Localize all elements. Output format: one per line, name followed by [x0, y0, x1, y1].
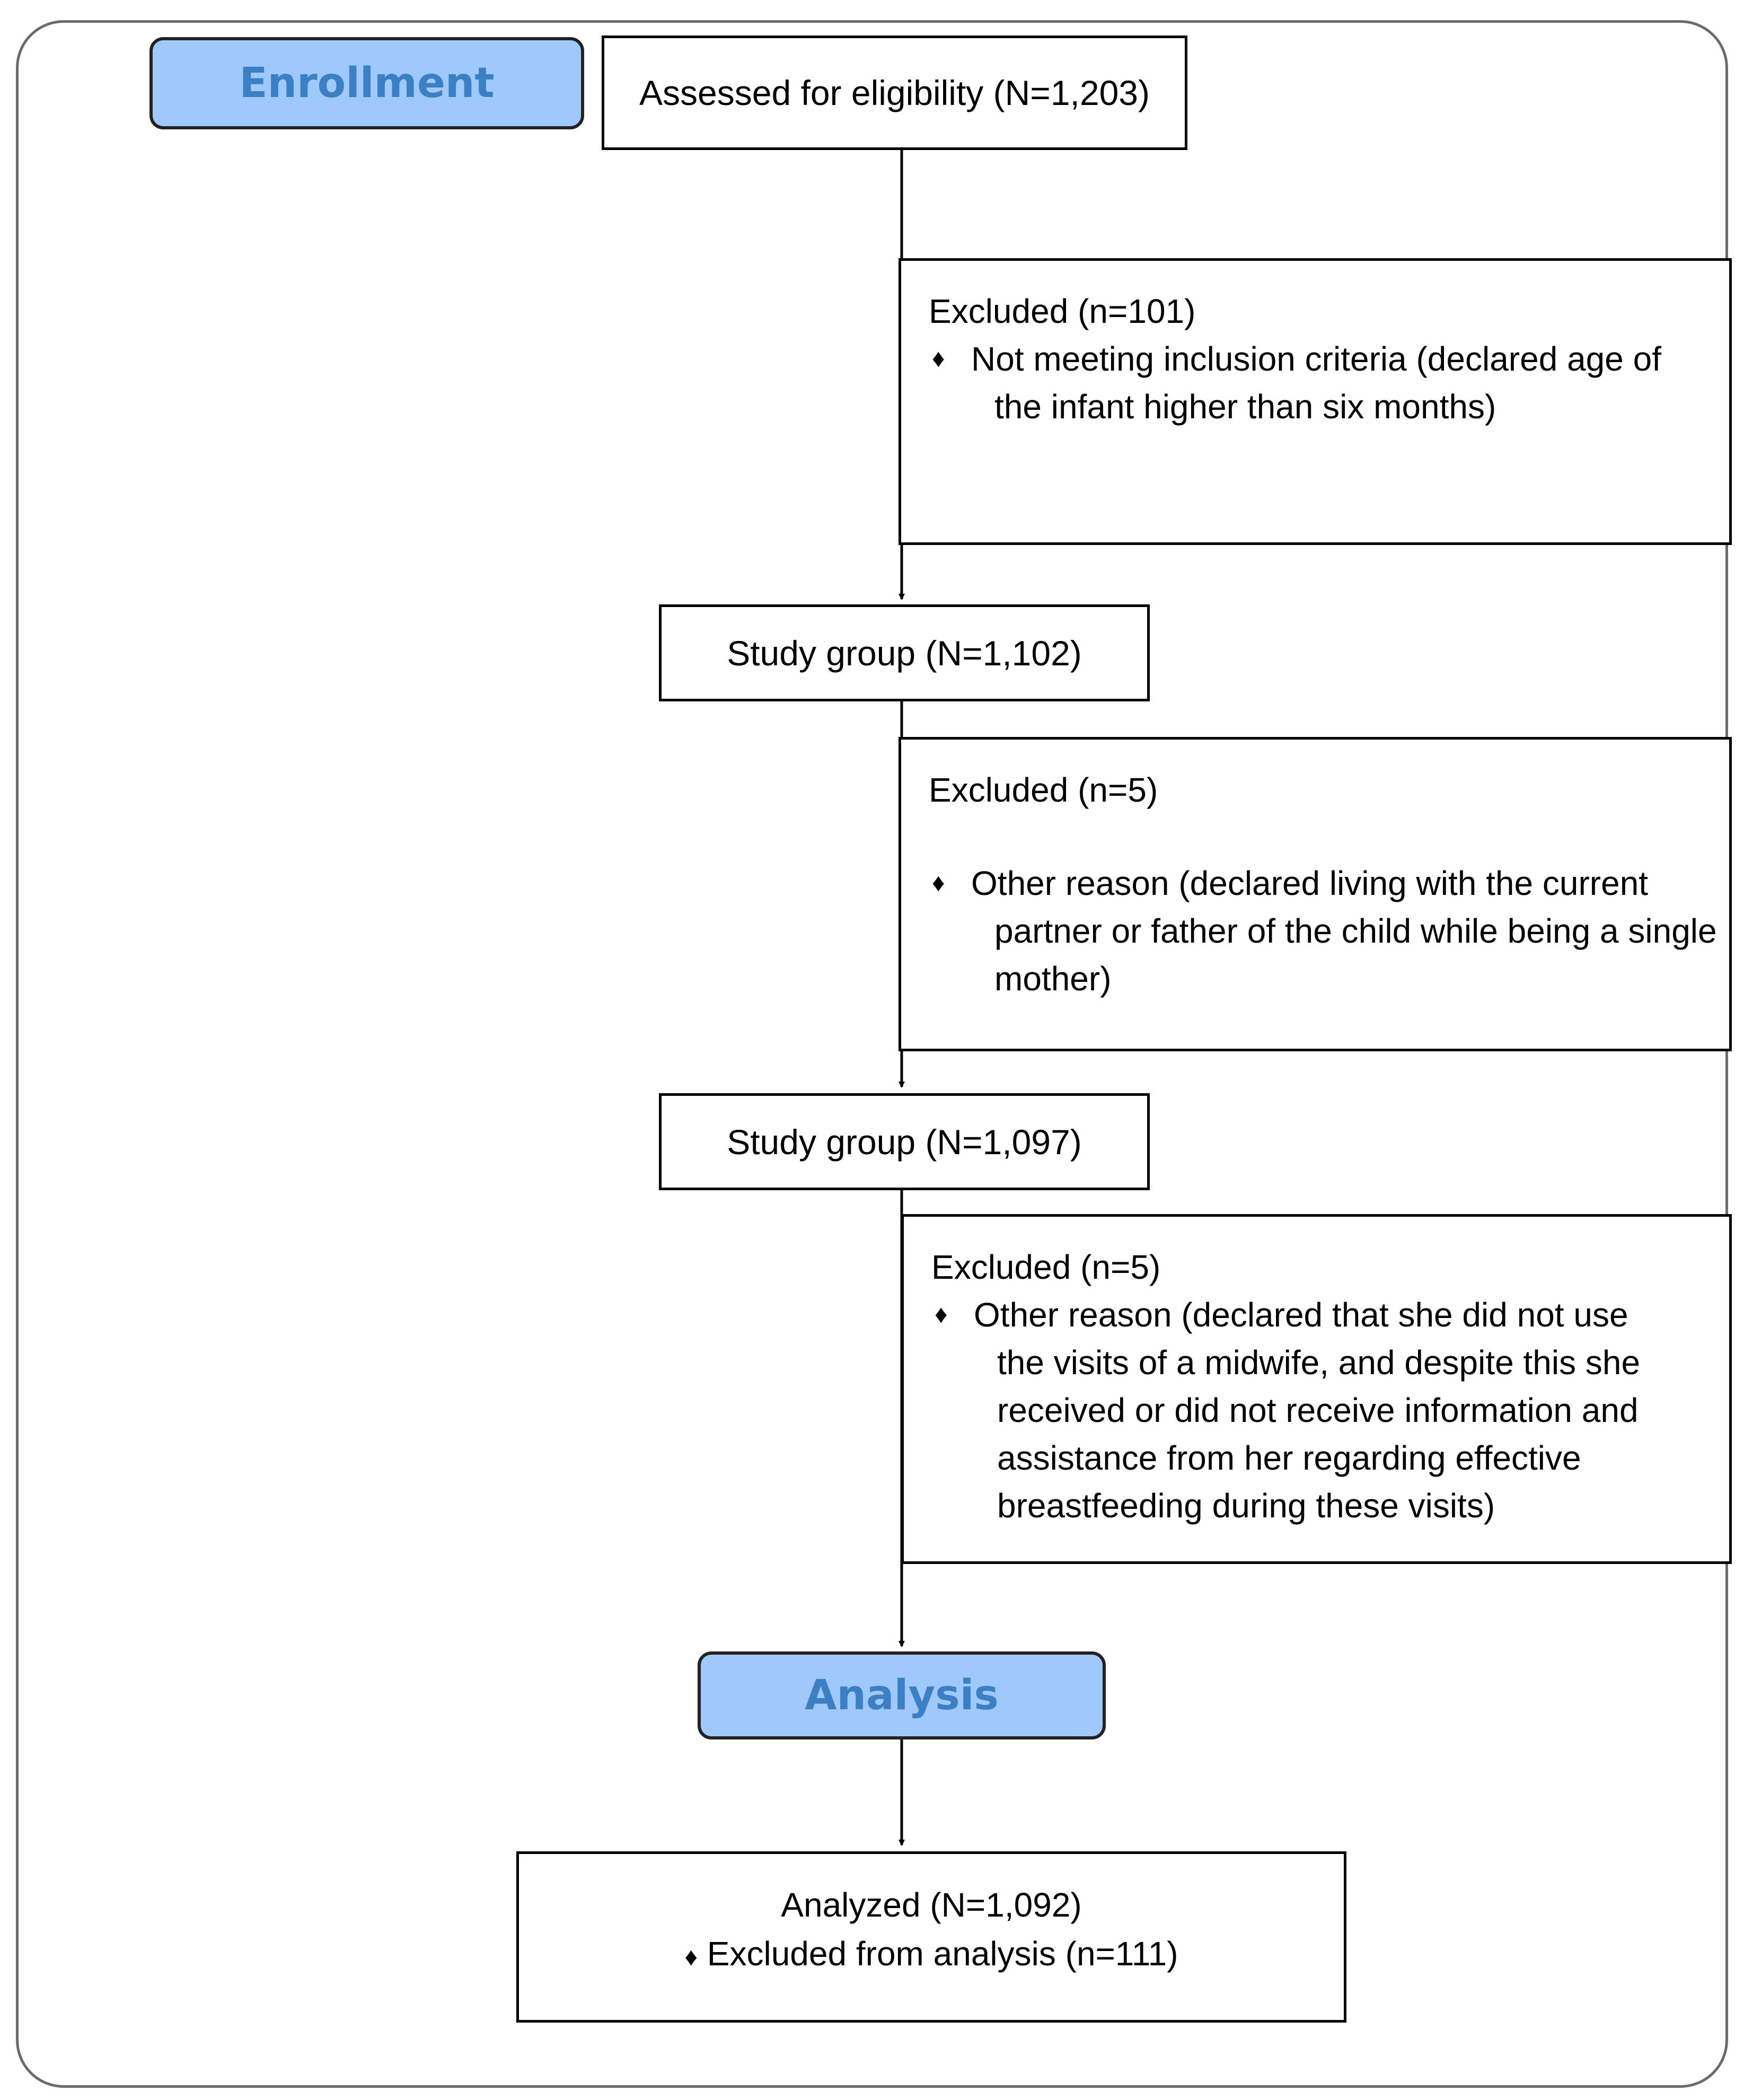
- assessed-eligibility-box: Assessed for eligibility (N=1,203): [602, 36, 1187, 150]
- enrollment-label: Enrollment: [239, 59, 495, 107]
- exclusion-1-reason: ♦ Not meeting inclusion criteria (declar…: [929, 335, 1719, 430]
- analysis-stage-label: Analysis: [698, 1651, 1106, 1739]
- exclusion-1-reason-rest: the infant higher than six months): [994, 388, 1496, 426]
- analyzed-box: Analyzed (N=1,092) ♦ Excluded from analy…: [516, 1851, 1346, 2023]
- analysis-label: Analysis: [805, 1672, 999, 1719]
- exclusion-3-reason-line1: Other reason (declared that she did not …: [974, 1296, 1628, 1334]
- diamond-bullet-icon: ♦: [684, 1943, 698, 1971]
- exclusion-2-reason: ♦ Other reason (declared living with the…: [929, 859, 1719, 1003]
- exclusion-2-reason-line1: Other reason (declared living with the c…: [971, 864, 1649, 902]
- enrollment-stage-label: Enrollment: [149, 37, 584, 129]
- diamond-bullet-icon: ♦: [935, 1301, 948, 1329]
- exclusion-1-title: Excluded (n=101): [929, 292, 1196, 330]
- excluded-from-analysis-text: Excluded from analysis (n=111): [707, 1935, 1178, 1973]
- study-group-1-box: Study group (N=1,102): [659, 604, 1150, 701]
- excluded-from-analysis: ♦ Excluded from analysis (n=111): [519, 1929, 1344, 1982]
- exclusion-3-title: Excluded (n=5): [931, 1248, 1161, 1286]
- study-group-1-text: Study group (N=1,102): [727, 633, 1082, 673]
- exclusion-2-reason-rest: partner or father of the child while bei…: [994, 912, 1717, 998]
- assessed-eligibility-text: Assessed for eligibility (N=1,203): [639, 73, 1150, 112]
- diamond-bullet-icon: ♦: [932, 869, 945, 897]
- exclusion-2-title: Excluded (n=5): [929, 771, 1158, 809]
- exclusion-box-3: Excluded (n=5) ♦ Other reason (declared …: [901, 1214, 1732, 1564]
- study-group-2-text: Study group (N=1,097): [727, 1122, 1082, 1162]
- analyzed-text: Analyzed (N=1,092): [781, 1886, 1082, 1924]
- exclusion-box-1: Excluded (n=101) ♦ Not meeting inclusion…: [899, 258, 1732, 545]
- diamond-bullet-icon: ♦: [932, 345, 945, 373]
- diagram-frame: [16, 20, 1728, 2088]
- exclusion-1-reason-line1: Not meeting inclusion criteria (declared…: [971, 340, 1661, 378]
- exclusion-box-2: Excluded (n=5) ♦ Other reason (declared …: [899, 737, 1732, 1051]
- study-group-2-box: Study group (N=1,097): [659, 1093, 1150, 1190]
- exclusion-3-reason: ♦ Other reason (declared that she did no…: [931, 1291, 1719, 1530]
- exclusion-3-reason-rest: the visits of a midwife, and despite thi…: [997, 1343, 1641, 1525]
